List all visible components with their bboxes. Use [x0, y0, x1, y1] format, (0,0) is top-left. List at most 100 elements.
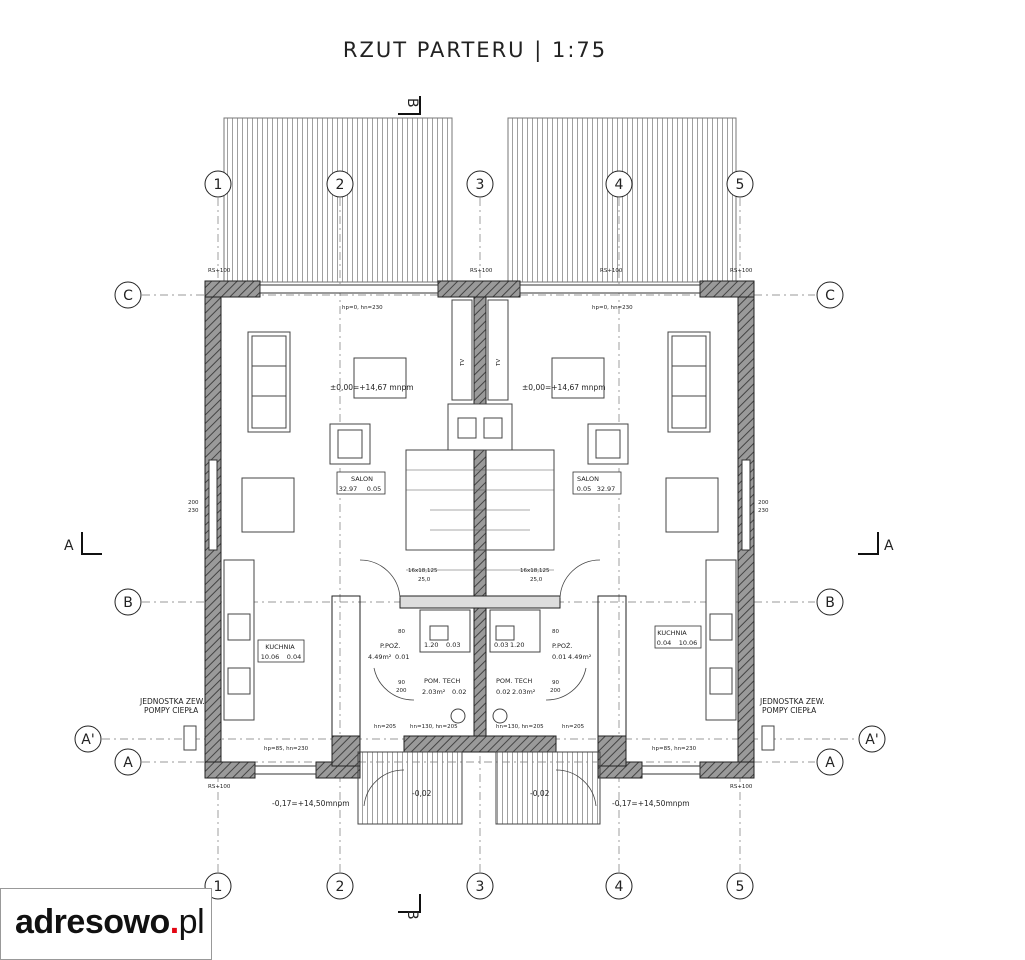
row-label-a-prime-left: A' [81, 732, 94, 748]
pomtech-area-left: 2.03m² [422, 688, 446, 696]
pp-area-right: 4.49m² [568, 653, 592, 661]
row-label-b-left: B [123, 595, 133, 611]
pomtech-code-left: 0.02 [452, 688, 466, 696]
grid-markers-rows [74, 281, 886, 776]
kuchnia-label-left: KUCHNIA [265, 643, 295, 651]
door-200-left: 200 [396, 688, 407, 694]
level-ground-right: ±0,00=+14,67 mnpm [522, 383, 606, 392]
pp-label-right: P.POŻ. [552, 641, 573, 650]
rs-5-bottom: RS+100 [730, 784, 753, 790]
logo-tld: pl [178, 903, 205, 941]
brand-logo[interactable]: adresowo.pl [0, 888, 212, 960]
door-90-left: 90 [398, 680, 405, 686]
kuchnia-code-left: 0.04 [287, 653, 301, 661]
salon-code-right: 0.05 [577, 485, 591, 493]
pp-area-left: 4.49m² [368, 653, 392, 661]
section-a-left: A [64, 538, 74, 554]
window-side-a-right: 200 [758, 500, 769, 506]
door-swings [359, 559, 601, 807]
door-80-right: 80 [552, 629, 559, 635]
kuchnia-code-right: 0.04 [657, 639, 671, 647]
heat-pump-note-right-2: POMPY CIEPŁA [762, 706, 817, 715]
stair-treads [406, 469, 554, 571]
pomtech-area-right: 2.03m² [512, 688, 536, 696]
level-entry-right: -0,02 [530, 789, 550, 798]
col-label-5-top: 5 [736, 177, 745, 193]
window-note-bottom-right: hp=85, hn=230 [652, 746, 697, 752]
door-200-right: 200 [550, 688, 561, 694]
rs-1-top: RS+100 [208, 268, 231, 274]
heat-pump-note-right-1: JEDNOSTKA ZEW. [759, 697, 825, 706]
col-label-1-bottom: 1 [214, 879, 223, 895]
section-b-top: B [404, 98, 420, 108]
section-marks [81, 96, 879, 913]
pomtech-code-right: 0.02 [496, 688, 510, 696]
section-b-bottom: B [404, 910, 420, 920]
door-hn205-right: hn=205 [562, 724, 585, 730]
door-hn130-left: hn=130, hn=205 [410, 724, 458, 730]
salon-code-left: 0.05 [367, 485, 381, 493]
door-hn205-left: hn=205 [374, 724, 397, 730]
logo-dot: . [169, 903, 179, 941]
stairs-note-left: 16x18,125 [408, 568, 438, 574]
door-hn130-right: hn=130, hn=205 [496, 724, 544, 730]
row-label-a-right: A [825, 755, 835, 771]
salon-area-right: 32.97 [597, 485, 616, 493]
kuchnia-label-right: KUCHNIA [657, 629, 687, 637]
heat-pump-note-left-1: JEDNOSTKA ZEW. [139, 697, 205, 706]
tv-right: TV [496, 359, 502, 367]
rs-4-top: RS+100 [600, 268, 623, 274]
col-label-2-top: 2 [336, 177, 345, 193]
row-label-c-left: C [123, 288, 133, 304]
pp-code-right: 0.01 [552, 653, 566, 661]
logo-brand: adresowo [15, 903, 170, 941]
window-side-b-left: 230 [188, 508, 199, 514]
stairs-note-right: 16x18,125 [520, 568, 550, 574]
pp-code-left: 0.01 [395, 653, 409, 661]
window-note-top-right: hp=0, hn=230 [592, 305, 633, 311]
section-a-right: A [884, 538, 894, 554]
pomtech-label-right: POM. TECH [496, 677, 532, 685]
level-outside-left: -0,17=+14,50mnpm [272, 799, 350, 808]
window-side-b-right: 230 [758, 508, 769, 514]
window-note-bottom-left: hp=85, hn=230 [264, 746, 309, 752]
terrace-left [223, 117, 453, 283]
room-tags [257, 471, 702, 663]
row-label-a-left: A [123, 755, 133, 771]
pp-label-left: P.POŻ. [380, 641, 401, 650]
rs-1-bottom: RS+100 [208, 784, 231, 790]
bath-code-right: 0.03 [494, 641, 508, 649]
salon-area-left: 32.97 [339, 485, 358, 493]
row-label-a-prime-right: A' [865, 732, 878, 748]
pomtech-label-left: POM. TECH [424, 677, 460, 685]
rs-5-top: RS+100 [730, 268, 753, 274]
level-outside-right: -0,17=+14,50mnpm [612, 799, 690, 808]
bath-area-right: 1.20 [510, 641, 524, 649]
salon-label-left: SALON [351, 475, 373, 483]
grid-markers-top [204, 170, 754, 198]
col-label-2-bottom: 2 [336, 879, 345, 895]
windows [208, 284, 751, 775]
salon-label-right: SALON [577, 475, 599, 483]
furniture [183, 299, 775, 825]
page-title: RZUT PARTERU | 1:75 [342, 38, 608, 62]
col-label-4-top: 4 [615, 177, 624, 193]
col-label-3-bottom: 3 [476, 879, 485, 895]
bath-code-left: 0.03 [446, 641, 460, 649]
col-label-3-top: 3 [476, 177, 485, 193]
rs-3-top: RS+100 [470, 268, 493, 274]
kuchnia-area-left: 10.06 [261, 653, 280, 661]
door-80-left: 80 [398, 629, 405, 635]
stairs-width-left: 25,0 [418, 577, 431, 583]
stairs-width-right: 25,0 [530, 577, 543, 583]
grid-markers-bottom [204, 872, 754, 900]
window-note-top-left: hp=0, hn=230 [342, 305, 383, 311]
terrace-right [507, 117, 737, 283]
bath-area-left: 1.20 [424, 641, 438, 649]
kuchnia-area-right: 10.06 [679, 639, 698, 647]
row-label-c-right: C [825, 288, 835, 304]
col-label-5-bottom: 5 [736, 879, 745, 895]
window-side-a-left: 200 [188, 500, 199, 506]
heat-pump-note-left-2: POMPY CIEPŁA [144, 706, 199, 715]
